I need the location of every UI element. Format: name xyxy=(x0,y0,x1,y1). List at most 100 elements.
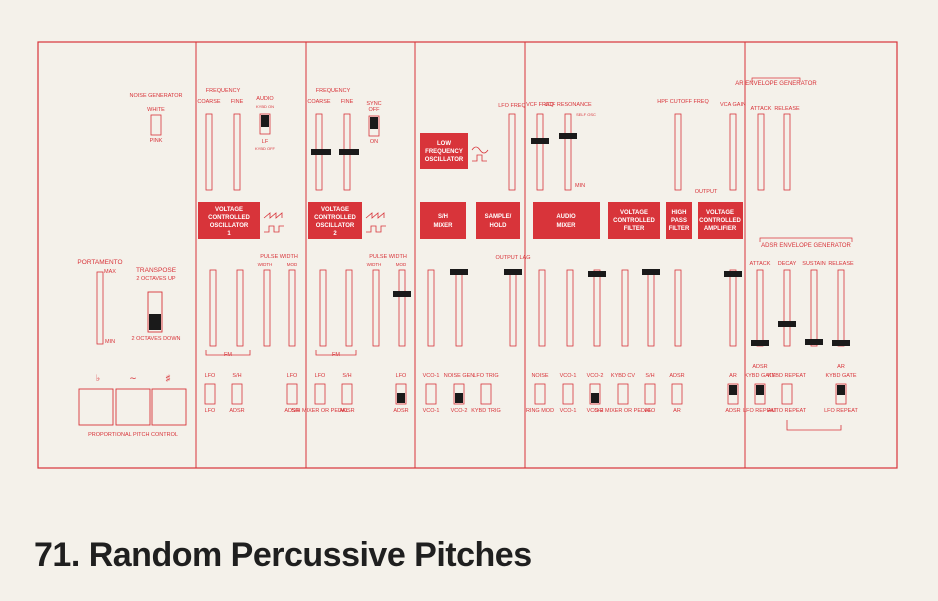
vcf-env-switch[interactable] xyxy=(671,383,683,405)
vca-env-slider[interactable] xyxy=(729,269,737,347)
sh-noise-knob[interactable] xyxy=(450,269,468,275)
vco2-fm-slider-2[interactable] xyxy=(345,269,353,347)
ar-attack-label: ATTACK xyxy=(751,106,772,112)
output-lag-slider[interactable] xyxy=(509,269,517,347)
vcf-sw-kybd: KYBD CV xyxy=(611,373,635,379)
vco1-coarse-slider[interactable] xyxy=(205,113,213,191)
vcf-resonance-slider[interactable] xyxy=(564,113,572,191)
mixer-vco1-slider[interactable] xyxy=(566,269,574,347)
mixer-vco2-knob[interactable] xyxy=(588,271,606,277)
vcf-mod-switch[interactable] xyxy=(644,383,656,405)
vco2-width-label: WIDTH xyxy=(367,262,382,267)
vcf-env-slider[interactable] xyxy=(674,269,682,347)
mixer-vco1-switch[interactable] xyxy=(562,383,574,405)
flat-pad[interactable] xyxy=(78,388,114,426)
vco2-coarse-knob[interactable] xyxy=(311,149,331,155)
sharp-pad[interactable] xyxy=(151,388,187,426)
vcf-sw-ar: AR xyxy=(673,408,681,414)
vco2-coarse-label: COARSE xyxy=(307,99,331,105)
mixer-filter-section: VCF FREQ VCF RESONANCE SELF OSC MIN HPF … xyxy=(526,99,746,414)
vca-gain-slider[interactable] xyxy=(729,113,737,191)
vco2-off-label: OFF xyxy=(369,107,381,113)
portamento-slider[interactable] xyxy=(96,271,104,345)
vco2-module-line1: VOLTAGE xyxy=(321,207,349,213)
sh-trigger-switch[interactable] xyxy=(480,383,492,405)
vca-env-switch[interactable] xyxy=(727,383,739,405)
adsr-decay-knob[interactable] xyxy=(778,321,796,327)
transpose-switch[interactable] xyxy=(147,291,163,333)
vco1-fine-slider[interactable] xyxy=(233,113,241,191)
vco2-pw-mod-knob[interactable] xyxy=(393,291,411,297)
ar-release-slider[interactable] xyxy=(783,113,791,191)
vco2-sw-adsr2: ADSR xyxy=(393,408,408,414)
mixer-vco2-slider[interactable] xyxy=(593,269,601,347)
vca-gain-label: VCA GAIN xyxy=(720,102,746,108)
vco2-pw-width-slider[interactable] xyxy=(372,269,380,347)
vcf-freq-knob[interactable] xyxy=(531,138,549,144)
sh-vco1-switch[interactable] xyxy=(425,383,437,405)
adsr-sustain-knob[interactable] xyxy=(805,339,823,345)
lfo-module-line2: FREQUENCY xyxy=(425,149,463,155)
ar-trigger-switch[interactable] xyxy=(835,383,847,405)
mixer-noise-switch[interactable] xyxy=(534,383,546,405)
vco2-fm1-switch[interactable] xyxy=(314,383,326,405)
vca-module-line1: VOLTAGE xyxy=(706,210,734,216)
pitch-control: ♭ ∼ ♯ PROPORTIONAL PITCH CONTROL xyxy=(78,373,187,438)
lfo-freq-slider[interactable] xyxy=(508,113,516,191)
output-label: OUTPUT xyxy=(695,189,718,195)
vco2-pw-mod-slider[interactable] xyxy=(398,269,406,347)
vcf-resonance-knob[interactable] xyxy=(559,133,577,139)
repeat-switch[interactable] xyxy=(781,383,793,405)
adsr-attack-slider[interactable] xyxy=(756,269,764,347)
vcf-sw-mixer: S/H MIXER OR PEDAL xyxy=(594,408,651,414)
adsr-release-knob[interactable] xyxy=(832,340,850,346)
vco1-pw-mod-slider[interactable] xyxy=(288,269,296,347)
mixer-vco2-switch[interactable] xyxy=(589,383,601,405)
vcf-kybd-slider[interactable] xyxy=(621,269,629,347)
vco1-range-switch[interactable] xyxy=(259,113,271,135)
vco2-fm2-switch[interactable] xyxy=(341,383,353,405)
vco2-pwm-switch[interactable] xyxy=(395,383,407,405)
mixer-noise-slider[interactable] xyxy=(538,269,546,347)
vco1-fm-slider-1[interactable] xyxy=(209,269,217,347)
vco1-mod-label: MOD xyxy=(287,262,298,267)
noise-switch[interactable] xyxy=(150,114,162,136)
wave-symbol: ∼ xyxy=(129,373,137,383)
portamento-max: MAX xyxy=(104,269,116,275)
vco1-fm-bracket xyxy=(205,350,251,356)
hpf-cutoff-slider[interactable] xyxy=(674,113,682,191)
vco2-module-line2: CONTROLLED xyxy=(314,215,356,221)
adsr-release-slider[interactable] xyxy=(837,269,845,347)
vcf-resonance-label: VCF RESONANCE xyxy=(544,102,592,108)
adsr-trigger-switch[interactable] xyxy=(754,383,766,405)
sawtooth-icon xyxy=(263,212,283,219)
vco1-pw-width-slider[interactable] xyxy=(263,269,271,347)
square-wave-icon xyxy=(366,225,386,233)
adsr-sustain-slider[interactable] xyxy=(810,269,818,347)
mixer-sw-vco1b: VCO-1 xyxy=(560,408,577,414)
vcf-mod-slider[interactable] xyxy=(647,269,655,347)
ar-attack-slider[interactable] xyxy=(757,113,765,191)
vco1-fm1-switch[interactable] xyxy=(204,383,216,405)
sh-noise-slider[interactable] xyxy=(455,269,463,347)
sh-vco1-slider[interactable] xyxy=(427,269,435,347)
adsr-attack-knob[interactable] xyxy=(751,340,769,346)
vca-env-knob[interactable] xyxy=(724,271,742,277)
vco2-fine-knob[interactable] xyxy=(339,149,359,155)
vco2-fm-slider-1[interactable] xyxy=(319,269,327,347)
vcf-kybd-switch[interactable] xyxy=(617,383,629,405)
adsr-env-title: ADSR ENVELOPE GENERATOR xyxy=(761,243,851,249)
wave-pad[interactable] xyxy=(115,388,151,426)
vco1-fm2-switch[interactable] xyxy=(231,383,243,405)
sh-noise-switch[interactable] xyxy=(453,383,465,405)
output-lag-knob[interactable] xyxy=(504,269,522,275)
transpose-title: TRANSPOSE xyxy=(136,267,177,274)
adsr-decay-slider[interactable] xyxy=(783,269,791,347)
vcf-mod-knob[interactable] xyxy=(642,269,660,275)
vcf-freq-slider[interactable] xyxy=(536,113,544,191)
vcf-sw-adsr: ADSR xyxy=(669,373,684,379)
vco1-fm-slider-2[interactable] xyxy=(236,269,244,347)
vco1-pwm-switch[interactable] xyxy=(286,383,298,405)
vco2-sync-switch[interactable] xyxy=(368,115,380,137)
